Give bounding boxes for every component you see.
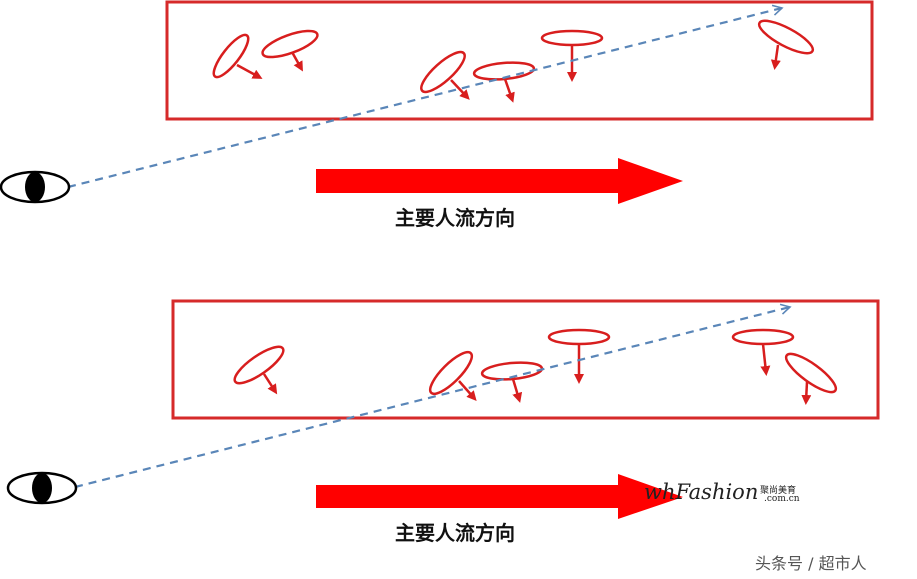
sightline-arrow <box>74 303 792 489</box>
shelf-frame <box>165 0 874 121</box>
flow-direction-label: 主要人流方向 <box>395 206 515 230</box>
watermark-domain: .com.cn <box>764 494 800 504</box>
shelf-frame <box>171 299 880 420</box>
eye-icon <box>6 471 78 505</box>
flow-direction-label: 主要人流方向 <box>395 521 515 545</box>
eye-icon <box>0 170 71 204</box>
flow-direction-arrow <box>316 474 683 519</box>
shopper-icon <box>420 50 470 100</box>
shopper-icon <box>472 61 536 103</box>
shopper-icon <box>547 328 611 384</box>
shopper-icon <box>540 29 604 82</box>
shopper-icon <box>212 33 263 79</box>
shopper-icon <box>233 345 285 395</box>
panel-bottom <box>6 299 880 519</box>
shopper-icon <box>480 361 544 403</box>
watermark-brand: whFashion <box>644 480 759 504</box>
shopper-icon <box>731 328 795 376</box>
sightline-arrow <box>67 4 784 189</box>
flow-direction-arrow <box>316 158 683 204</box>
footer-credit: 头条号 / 超市人 <box>755 554 867 573</box>
shopper-icon <box>261 29 319 72</box>
shopper-icon <box>428 350 477 401</box>
panel-top <box>0 0 874 204</box>
watermark-brand-cn: 聚尚美育 <box>760 486 797 496</box>
shopper-icon <box>757 19 815 70</box>
shopper-icon <box>784 352 838 405</box>
